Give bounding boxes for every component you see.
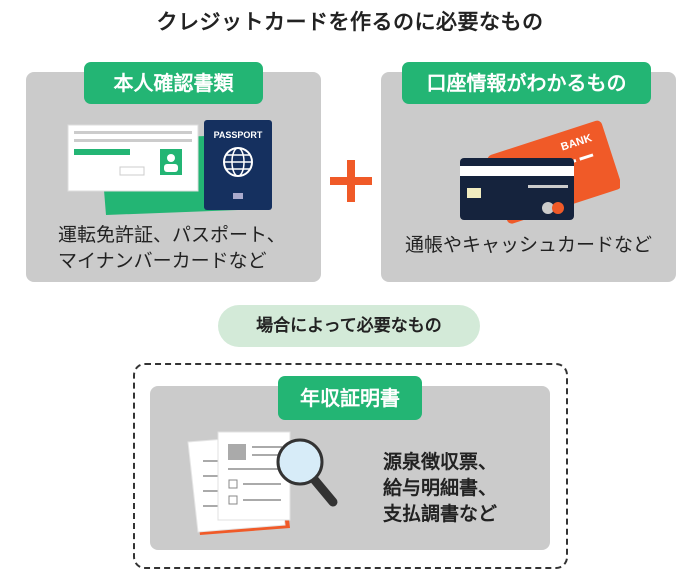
identity-label: 本人確認書類 [84, 62, 263, 104]
income-description-line: 支払調書など [383, 503, 498, 525]
conditional-pill: 場合によって必要なもの [218, 305, 480, 347]
documents-magnifier-illustration [187, 431, 338, 535]
identity-description-line: マイナンバーカードなど [58, 250, 267, 272]
plus-icon [330, 160, 372, 202]
passport-text: PASSPORT [214, 130, 263, 140]
cash-card-icon [460, 158, 574, 220]
page-title: クレジットカードを作るのに必要なもの [156, 10, 544, 34]
identity-description: 運転免許証、パスポート、 マイナンバーカードなど [58, 222, 286, 274]
id-card-icon [67, 124, 238, 215]
documents-icon [187, 431, 291, 535]
income-description-line: 給与明細書、 [383, 477, 498, 499]
bank-label: 口座情報がわかるもの [402, 62, 651, 104]
conditional-dashed-box [133, 363, 568, 569]
bank-card-illustration: BANK [460, 120, 620, 224]
income-label: 年収証明書 [278, 376, 422, 420]
income-description-line: 源泉徴収票、 [383, 451, 498, 473]
identity-description-line: 運転免許証、パスポート、 [58, 224, 286, 246]
passport-icon: PASSPORT [204, 120, 272, 210]
id-card-passport-illustration: PASSPORT [67, 120, 272, 215]
income-description: 源泉徴収票、 給与明細書、 支払調書など [383, 449, 497, 527]
bank-description: 通帳やキャッシュカードなど [404, 234, 652, 256]
magnifier-icon [276, 438, 338, 507]
